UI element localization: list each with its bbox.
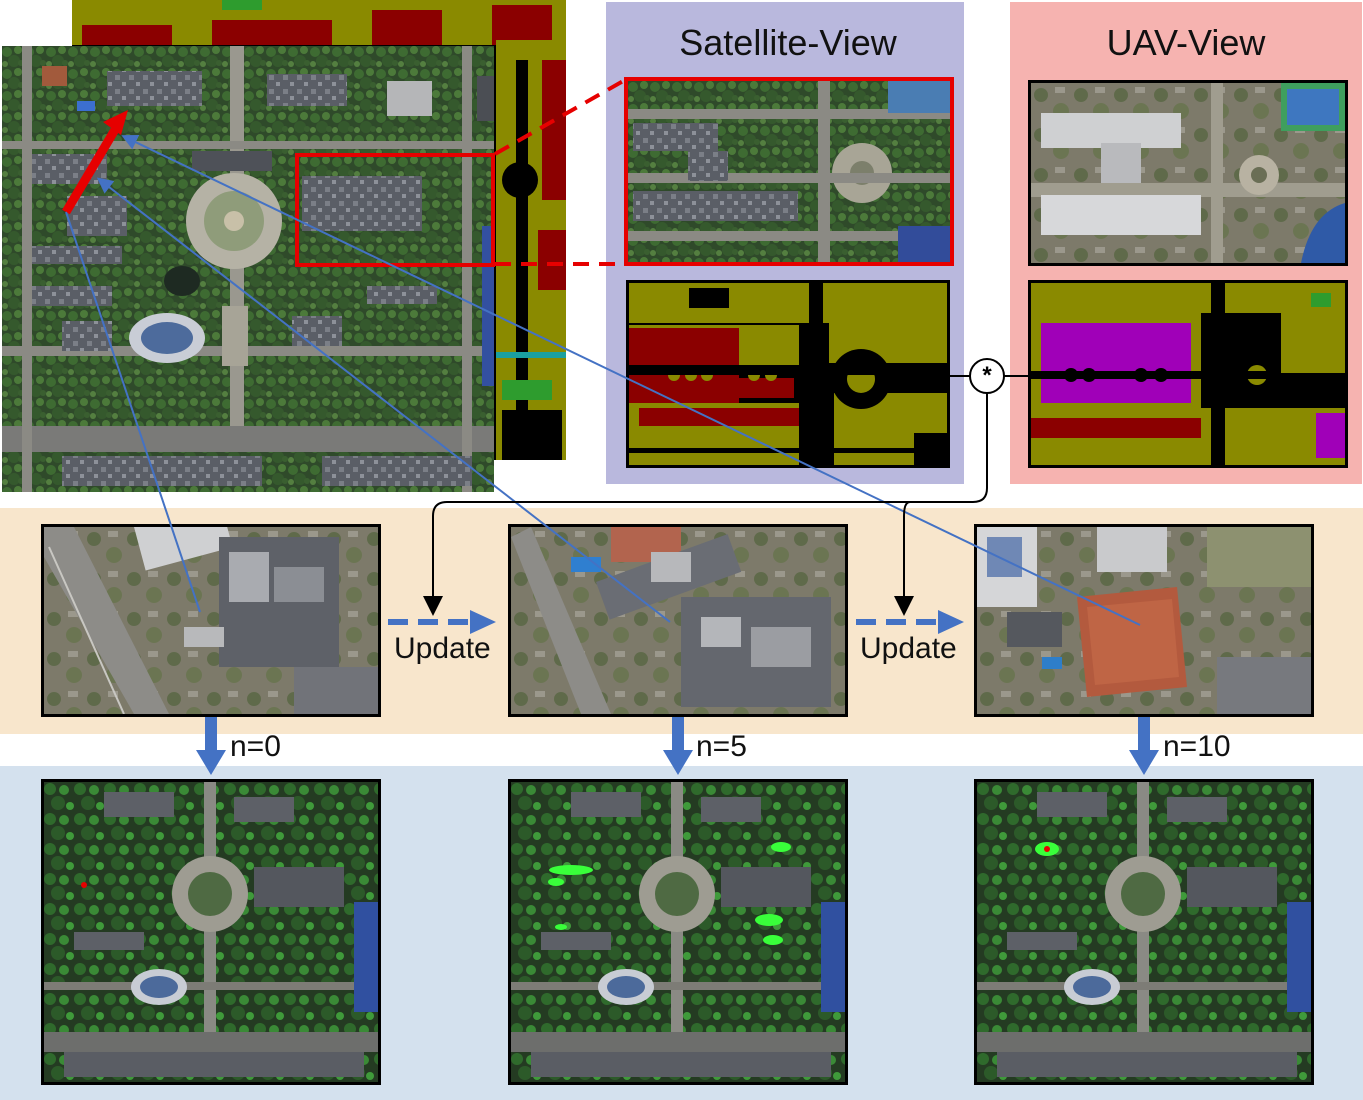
operator-symbol: * (982, 362, 992, 389)
result-map-n10 (974, 779, 1314, 1085)
satellite-segmentation (626, 280, 950, 468)
uav-frame-n10 (974, 524, 1314, 717)
iteration-label-n0: n=0 (230, 730, 281, 763)
result-map-n5 (508, 779, 848, 1085)
result-map-n0 (41, 779, 381, 1085)
uav-image (1028, 80, 1348, 266)
iteration-label-n5: n=5 (696, 730, 747, 763)
update-label-1: Update (394, 632, 491, 665)
highlight-box (295, 153, 495, 267)
iteration-label-n10: n=10 (1163, 730, 1231, 763)
uav-frame-n5 (508, 524, 848, 717)
update-label-2: Update (860, 632, 957, 665)
uav-segmentation (1028, 280, 1348, 468)
satellite-map-main (2, 46, 494, 492)
satellite-crop-image (624, 77, 954, 266)
uav-view-title: UAV-View (1106, 22, 1266, 63)
satellite-view-title: Satellite-View (679, 22, 897, 63)
uav-frame-n0 (41, 524, 381, 717)
